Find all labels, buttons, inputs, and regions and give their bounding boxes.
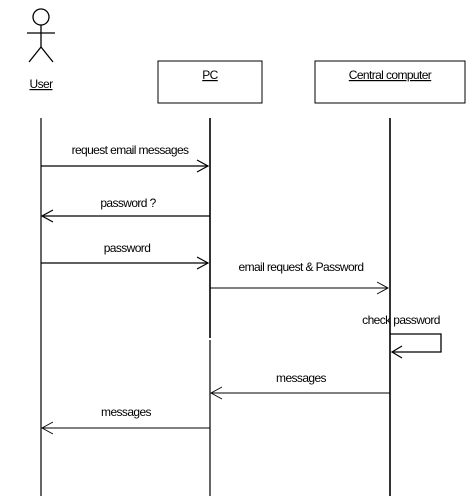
actor-user	[27, 8, 55, 63]
message-label: password	[104, 241, 151, 255]
object-pc-box	[157, 60, 263, 104]
self-message-arrow	[390, 333, 442, 353]
actor-user-label: User	[30, 77, 54, 91]
object-central-label: Central computer	[349, 68, 432, 82]
arrowhead	[390, 345, 403, 359]
arrowhead	[41, 421, 54, 435]
arrowhead	[376, 281, 389, 295]
object-pc-label: PC	[202, 68, 218, 82]
arrowhead	[210, 386, 223, 400]
message-label: messages	[101, 405, 151, 419]
message-label: check password	[362, 313, 440, 327]
message-label: email request & Password	[239, 260, 364, 274]
arrowhead	[196, 256, 210, 270]
object-central-box	[314, 60, 466, 104]
message-label: messages	[276, 371, 326, 385]
arrowhead	[40, 209, 54, 223]
actor-left-leg	[28, 46, 42, 63]
message-label: request email messages	[72, 143, 189, 157]
actor-head	[32, 8, 50, 26]
message-label: password ?	[100, 196, 156, 210]
actor-right-leg	[40, 46, 54, 63]
arrowhead	[196, 159, 210, 173]
